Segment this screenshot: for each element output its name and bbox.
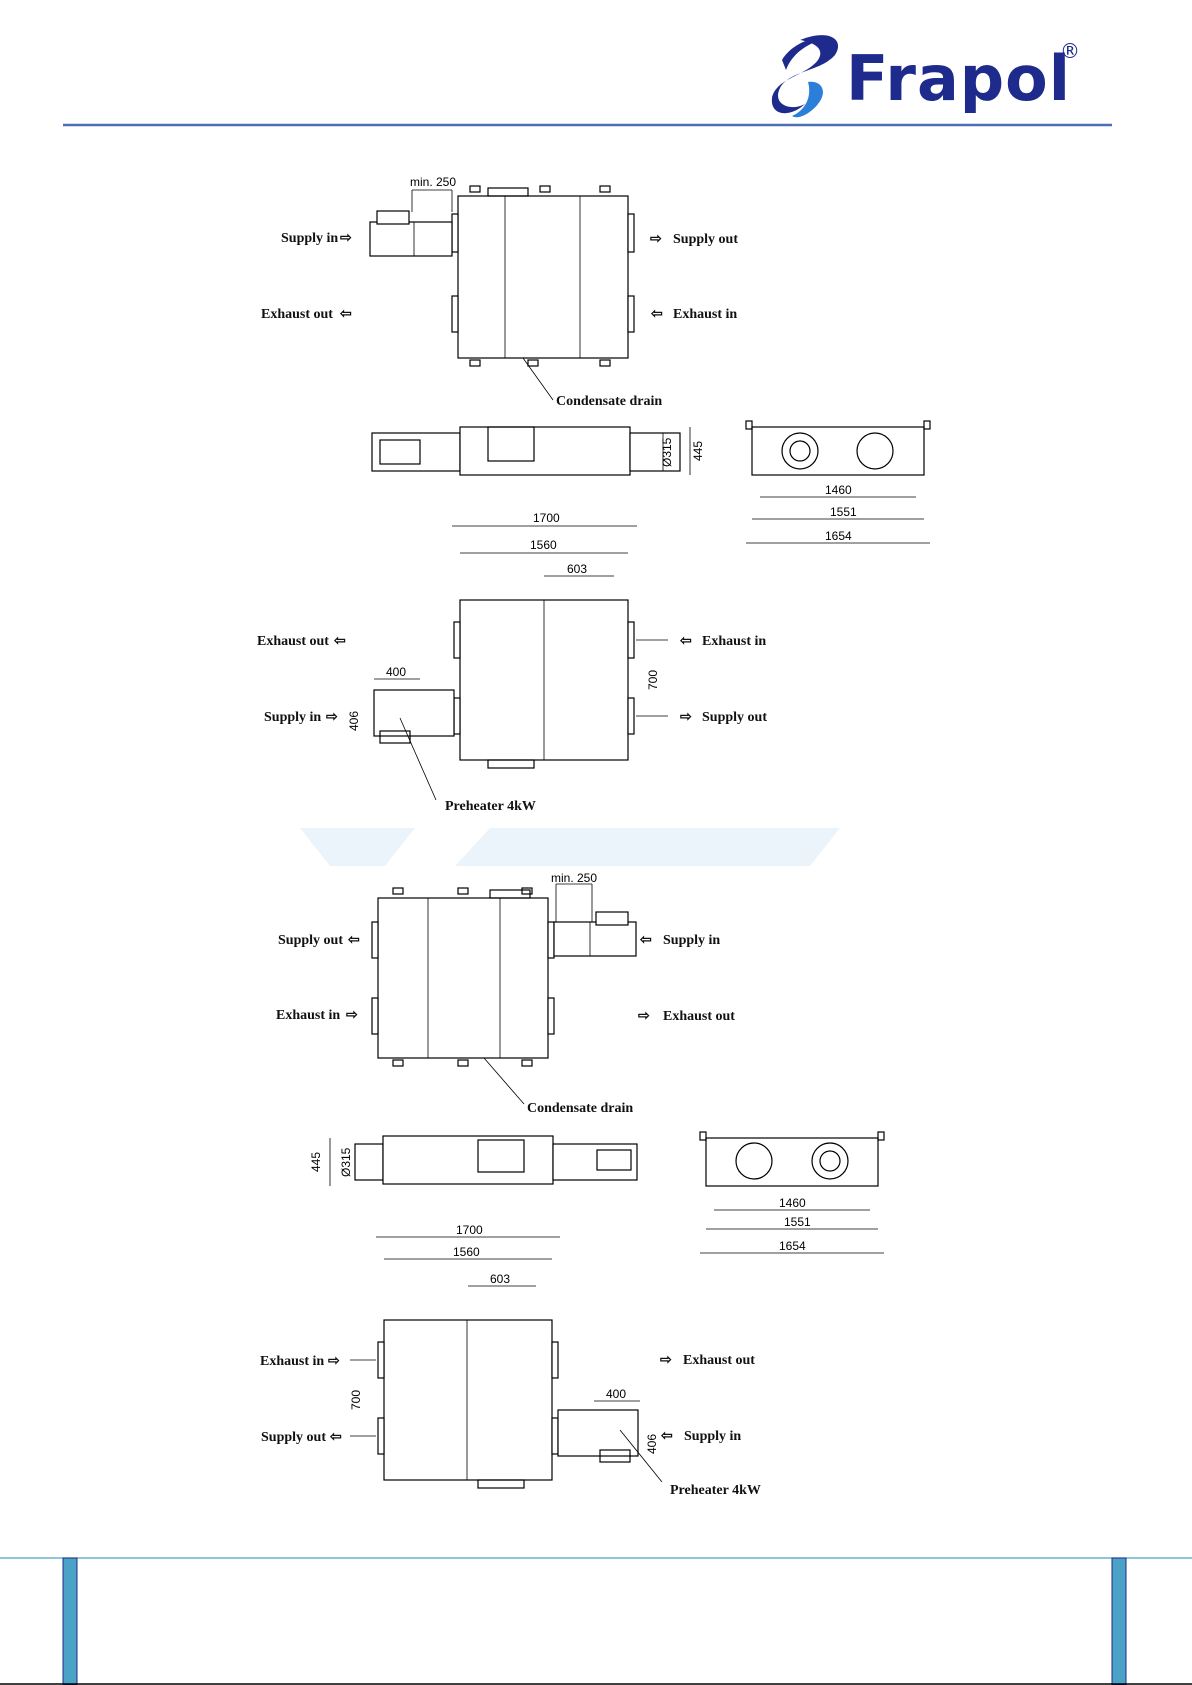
label-supply-in: Supply in [264,710,321,725]
label-supply-out: Supply out [702,710,767,725]
label-preheater: Preheater 4kW [445,799,536,814]
label-exhaust-in: Exhaust in [702,634,766,649]
dim-1700: 1700 [456,1223,483,1237]
label-supply-in: Supply in [663,933,720,948]
arrow-left-icon: ⇦ [679,634,692,649]
label-condensate-drain: Condensate drain [556,394,662,409]
label-exhaust-out: Exhaust out [663,1009,735,1024]
ceiling-view-bottom: 1700 1560 603 700 400 406 Exhaust in ⇨ ⇨… [260,1223,761,1498]
dim-603: 603 [567,562,587,576]
dim-406: 406 [347,711,361,731]
arrow-right-icon: ⇨ [328,1354,340,1369]
dim-603: 603 [490,1272,510,1286]
label-supply-in: Supply in [281,231,338,246]
dim-406: 406 [645,1434,659,1454]
label-exhaust-out: Exhaust out [261,307,333,322]
arrow-right-icon: ⇨ [346,1008,358,1023]
end-dim-1551: 1551 [784,1215,811,1229]
logo-text: Frapol [846,42,1071,115]
label-supply-in: Supply in [684,1429,741,1444]
end-view-bottom: 1460 1551 1654 [699,1131,885,1254]
arrow-left-icon: ⇦ [339,307,352,322]
label-exhaust-out: Exhaust out [683,1353,755,1368]
duct-diameter-label: Ø315 [339,1147,353,1177]
height-label: 445 [691,441,705,461]
plan-view-top: min. 250 Supply in ⇨ ⇨ Supply out Exhaus… [261,175,738,409]
dim-700: 700 [646,670,660,690]
label-preheater: Preheater 4kW [670,1483,761,1498]
label-exhaust-out: Exhaust out [257,634,329,649]
min-clearance-label: min. 250 [410,175,456,189]
frapol-logo: Frapol ® [771,35,1080,118]
end-dim-1460: 1460 [825,483,852,497]
dim-1560: 1560 [453,1245,480,1259]
registered-mark: ® [1060,39,1080,63]
dim-400: 400 [386,665,406,679]
label-exhaust-in: Exhaust in [260,1354,324,1369]
label-exhaust-in: Exhaust in [276,1008,340,1023]
label-condensate-drain: Condensate drain [527,1101,633,1116]
end-dim-1460: 1460 [779,1196,806,1210]
label-supply-out: Supply out [278,933,343,948]
arrow-left-icon: ⇦ [329,1430,342,1445]
dim-1560: 1560 [530,538,557,552]
end-dim-1654: 1654 [779,1239,806,1253]
logo-swoosh-icon [771,35,839,118]
arrow-left-icon: ⇦ [333,634,346,649]
arrow-right-icon: ⇨ [326,710,338,725]
arrow-left-icon: ⇦ [639,933,652,948]
footer-bar-right [1111,1557,1127,1685]
label-supply-out: Supply out [673,232,738,247]
arrow-right-icon: ⇨ [680,710,692,725]
ceiling-view-top: 1700 1560 603 700 400 406 Exhaust out ⇦ … [257,511,767,814]
end-dim-1654: 1654 [825,529,852,543]
dim-400: 400 [606,1387,626,1401]
arrow-left-icon: ⇦ [650,307,663,322]
end-view-top: 1460 1551 1654 [745,420,931,544]
arrow-right-icon: ⇨ [638,1009,650,1024]
end-dim-1551: 1551 [830,505,857,519]
plan-view-bottom: min. 250 Supply out ⇦ ⇦ Supply in Exhaus… [276,871,735,1116]
duct-diameter-label: Ø315 [660,437,674,467]
height-label: 445 [309,1152,323,1172]
label-exhaust-in: Exhaust in [673,307,737,322]
label-supply-out: Supply out [261,1430,326,1445]
side-view-bottom: 445 Ø315 [309,1135,638,1186]
arrow-left-icon: ⇦ [660,1429,673,1444]
side-view-top: Ø315 445 [371,426,705,476]
dim-700: 700 [349,1390,363,1410]
arrow-left-icon: ⇦ [347,933,360,948]
arrow-right-icon: ⇨ [660,1353,672,1368]
watermark-band [300,828,840,866]
footer-bar-left [62,1557,78,1685]
arrow-right-icon: ⇨ [340,231,352,246]
min-clearance-label: min. 250 [551,871,597,885]
arrow-right-icon: ⇨ [650,232,662,247]
dim-1700: 1700 [533,511,560,525]
